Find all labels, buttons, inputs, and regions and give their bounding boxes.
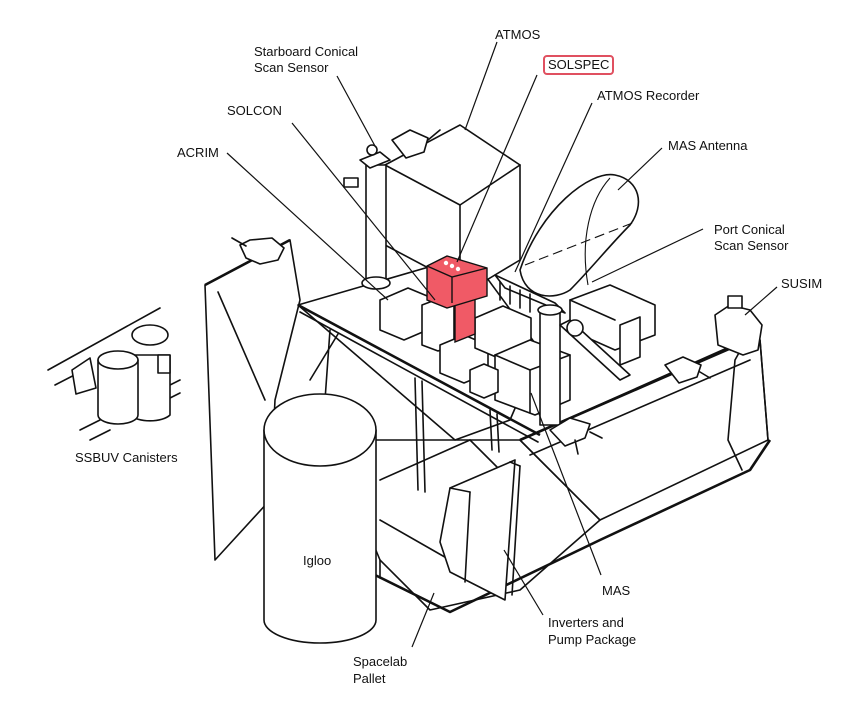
label-mas: MAS: [602, 583, 631, 598]
leader-starboard-sensor: [336, 75, 376, 147]
label-mas-antenna: MAS Antenna: [668, 138, 748, 153]
label-atmos-recorder: ATMOS Recorder: [597, 88, 700, 103]
label-port-sensor-line2: Scan Sensor: [714, 238, 789, 253]
leader-atmos-recorder: [514, 102, 593, 273]
leader-susim: [744, 286, 778, 316]
igloo: [263, 393, 377, 644]
label-solspec: SOLSPEC: [543, 55, 615, 75]
label-igloo: Igloo: [303, 553, 332, 568]
leader-solspec: [456, 74, 538, 263]
solspec-upper-body: [426, 255, 488, 309]
susim-instrument: [714, 295, 763, 356]
label-spacelab-line2: Pallet: [353, 671, 386, 686]
label-inverters-line2: Pump Package: [548, 632, 637, 647]
mas-antenna: [494, 173, 640, 314]
leader-inverters: [503, 549, 544, 616]
leader-mas-antenna: [617, 147, 663, 191]
platform-instruments: [379, 287, 571, 416]
solspec-dot: [455, 266, 461, 272]
ssbuv-canisters: [47, 307, 181, 441]
leader-lines: [226, 41, 778, 648]
label-inverters-line1: Inverters and: [548, 615, 624, 630]
label-starboard-sensor-line2: Scan Sensor: [254, 60, 329, 75]
leader-mas: [530, 392, 602, 576]
leader-port-sensor: [591, 228, 704, 283]
solspec-dot: [449, 263, 455, 269]
leader-atmos: [464, 41, 498, 131]
solspec-instrument: [426, 255, 488, 344]
label-acrim: ACRIM: [177, 145, 219, 160]
label-atmos: ATMOS: [495, 27, 541, 42]
label-starboard-sensor-line1: Starboard Conical: [254, 44, 359, 59]
label-susim: SUSIM: [781, 276, 823, 291]
label-ssbuv: SSBUV Canisters: [75, 450, 178, 465]
solspec-dot: [443, 260, 449, 266]
leader-spacelab: [411, 592, 435, 648]
clamps: [231, 237, 711, 455]
inverters-pump-package: [439, 459, 521, 601]
leader-acrim: [226, 152, 389, 301]
mas-instrument: [537, 284, 656, 426]
label-port-sensor-line1: Port Conical: [714, 222, 785, 237]
label-solcon: SOLCON: [227, 103, 282, 118]
label-spacelab-line1: Spacelab: [353, 654, 408, 669]
leader-solcon: [291, 122, 436, 301]
